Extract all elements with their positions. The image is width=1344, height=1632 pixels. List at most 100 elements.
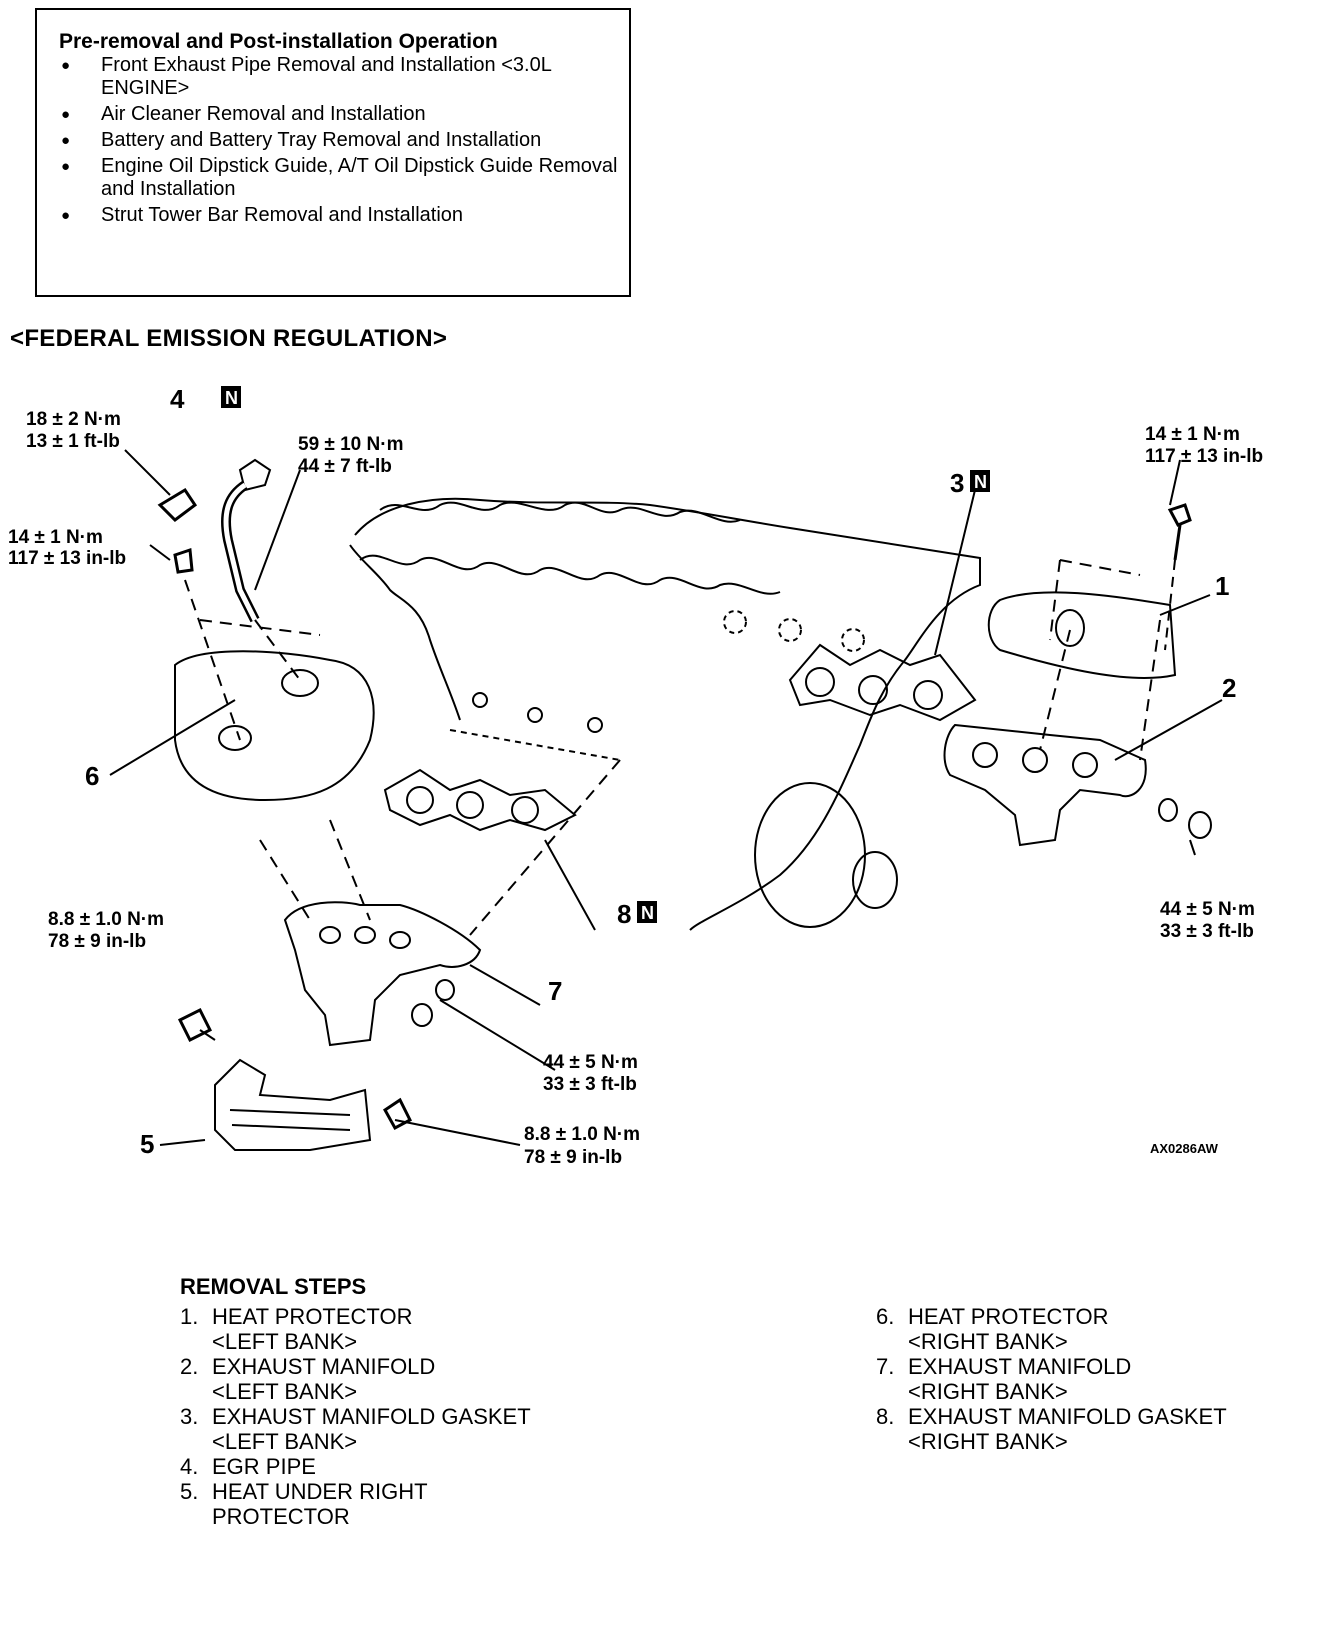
new-part-marker-label: N: [225, 388, 238, 408]
pre-removal-item: Battery and Battery Tray Removal and Ins…: [57, 129, 627, 152]
gasket-port: [913, 680, 943, 710]
pre-removal-item: Front Exhaust Pipe Removal and Installat…: [57, 54, 627, 100]
manifold-port: [1072, 752, 1098, 778]
new-part-marker: N: [637, 901, 657, 923]
engine-intake-bumps: [359, 554, 781, 595]
torque-label: 78 ± 9 in-lb: [524, 1147, 622, 1168]
step-number: 8.: [876, 1404, 895, 1429]
port-circle: [723, 610, 747, 634]
torque-label: 14 ± 1 N·m: [1145, 424, 1240, 445]
callout-6: 6: [85, 761, 99, 791]
step-label: EXHAUST MANIFOLD GASKET: [212, 1404, 531, 1429]
torque-label: 117 ± 13 in-lb: [1145, 446, 1263, 467]
step-label: EXHAUST MANIFOLD: [908, 1354, 1132, 1379]
step-number: 1.: [180, 1304, 199, 1329]
manifold-nut: [435, 979, 455, 1001]
pre-removal-list: Front Exhaust Pipe Removal and Installat…: [57, 54, 627, 230]
gasket-port: [456, 791, 484, 819]
callout-3: 3: [950, 468, 964, 498]
callout-1: 1: [1215, 571, 1229, 601]
step-label: HEAT PROTECTOR: [908, 1304, 1109, 1329]
stud: [587, 717, 603, 733]
left-heat-protector: [987, 591, 1177, 679]
dashed-guide: [1164, 559, 1176, 651]
removal-steps-column: 6.HEAT PROTECTOR<RIGHT BANK> 7. EXHAUST M…: [876, 1304, 1336, 1454]
right-heat-protector: [174, 650, 375, 802]
left-manifold-gasket: [788, 643, 977, 722]
engine-intake-bumps: [379, 501, 741, 523]
step-sublabel: <LEFT BANK>: [212, 1379, 358, 1404]
torque-label: 14 ± 1 N·m: [8, 527, 103, 548]
stud: [527, 707, 543, 723]
gasket-port: [805, 667, 835, 697]
step-number: 4.: [180, 1454, 199, 1479]
new-part-marker-label: N: [974, 472, 987, 492]
protector-rib: [229, 1109, 351, 1131]
dashed-guide: [184, 579, 371, 921]
removal-step: 8.EXHAUST MANIFOLD GASKET<RIGHT BANK>: [876, 1404, 1336, 1454]
torque-label: 8.8 ± 1.0 N·m: [524, 1124, 640, 1145]
stud-row: [449, 729, 621, 761]
heat-protector-hole: [218, 725, 252, 751]
right-manifold-gasket: [383, 768, 577, 832]
step-sublabel: PROTECTOR: [212, 1504, 350, 1529]
torque-label: 33 ± 3 ft-lb: [1160, 921, 1254, 942]
gasket-port: [858, 675, 888, 705]
port-circle: [841, 628, 865, 652]
callout-5: 5: [140, 1129, 154, 1159]
heat-protector-hole: [281, 669, 319, 697]
pre-removal-item: Air Cleaner Removal and Installation: [57, 103, 627, 126]
step-sublabel: <LEFT BANK>: [212, 1429, 358, 1454]
protector-bolt: [177, 1007, 213, 1043]
step-number: 2.: [180, 1354, 199, 1379]
pre-removal-box: Pre-removal and Post-installation Operat…: [35, 8, 631, 297]
removal-step: 3.EXHAUST MANIFOLD GASKET<LEFT BANK>: [180, 1404, 640, 1454]
torque-label: 44 ± 5 N·m: [1160, 899, 1255, 920]
pre-removal-item: Strut Tower Bar Removal and Installation: [57, 204, 627, 227]
protector-bolt: [383, 1097, 412, 1131]
manifold-port: [354, 926, 376, 944]
manifold-nut: [1188, 811, 1212, 839]
torque-label: 18 ± 2 N·m: [26, 409, 121, 430]
step-label: HEAT PROTECTOR: [212, 1304, 413, 1329]
gasket-port: [511, 796, 539, 824]
torque-label: 44 ± 5 N·m: [543, 1052, 638, 1073]
stud: [472, 692, 488, 708]
manifold-port: [972, 742, 998, 768]
engine-block-outline: [349, 544, 461, 721]
manifold-port: [389, 931, 411, 949]
heat-protector-hole: [1055, 609, 1085, 647]
step-number: 7.: [876, 1354, 895, 1379]
manifold-port: [319, 926, 341, 944]
step-sublabel: <LEFT BANK>: [212, 1329, 358, 1354]
new-part-marker: N: [221, 386, 241, 408]
under-heat-protector: [214, 1058, 372, 1151]
leader-line: [109, 449, 1223, 1146]
crank-pulley: [754, 782, 866, 928]
section-heading: <FEDERAL EMISSION REGULATION>: [10, 325, 448, 352]
removal-step: 4. EGR PIPE: [180, 1454, 640, 1479]
manifold-port: [1022, 747, 1048, 773]
callout-8: 8: [617, 899, 631, 929]
dashed-guide: [1039, 559, 1161, 761]
torque-label: 13 ± 1 ft-lb: [26, 431, 120, 452]
step-sublabel: <RIGHT BANK>: [908, 1379, 1068, 1404]
removal-step: 6.HEAT PROTECTOR<RIGHT BANK>: [876, 1304, 1336, 1354]
new-part-marker: N: [970, 470, 990, 492]
egr-bolt: [173, 547, 194, 574]
bolt: [1167, 503, 1192, 561]
torque-label: 8.8 ± 1.0 N·m: [48, 909, 164, 930]
new-part-marker-label: N: [641, 903, 654, 923]
removal-steps-column: 1.HEAT PROTECTOR<LEFT BANK> 2.EXHAUST MA…: [180, 1304, 640, 1529]
engine-block-outline: [354, 497, 981, 931]
egr-pipe-inner: [223, 482, 258, 622]
step-sublabel: <RIGHT BANK>: [908, 1429, 1068, 1454]
callout-4: 4: [170, 384, 185, 414]
step-number: 5.: [180, 1479, 199, 1504]
egr-bolt: [157, 487, 198, 522]
pre-removal-title: Pre-removal and Post-installation Operat…: [59, 30, 498, 53]
removal-steps-title: REMOVAL STEPS: [180, 1274, 367, 1299]
step-label: EGR PIPE: [212, 1454, 316, 1479]
step-label: EXHAUST MANIFOLD: [212, 1354, 436, 1379]
